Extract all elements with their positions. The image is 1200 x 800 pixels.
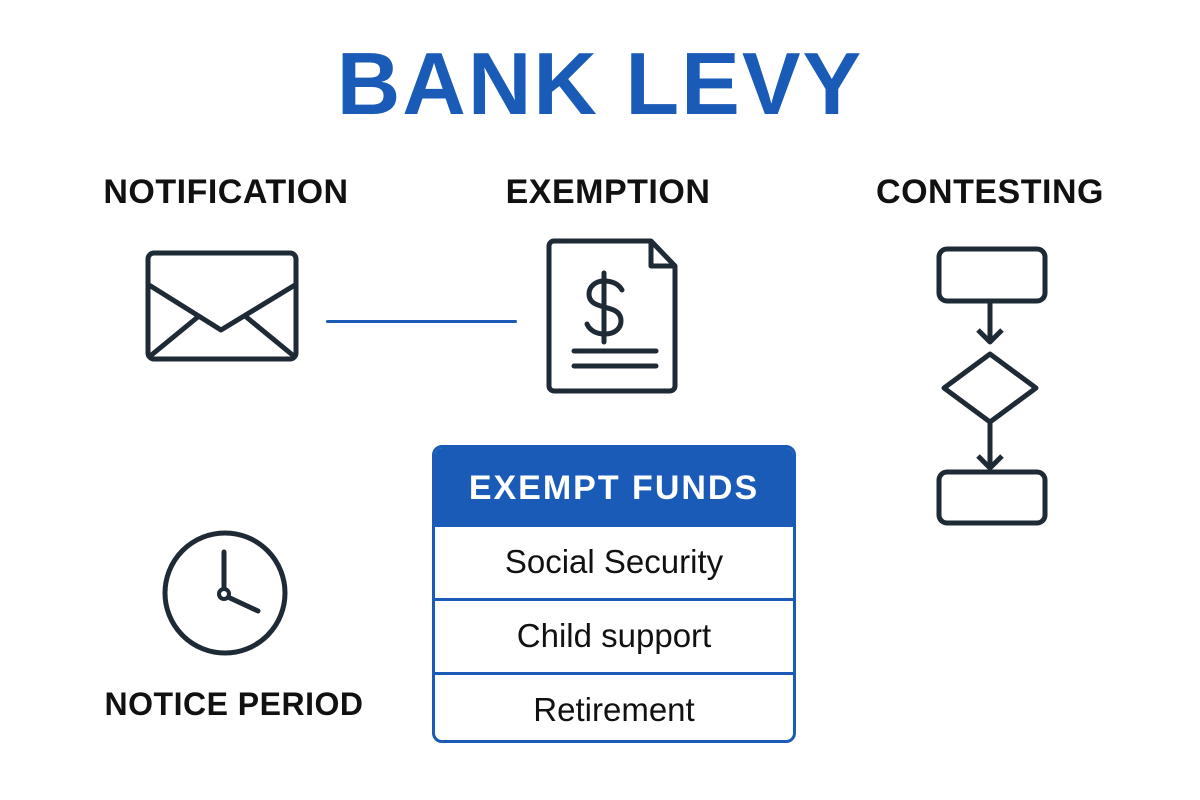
notice-period-label: NOTICE PERIOD bbox=[104, 686, 364, 722]
exempt-fund-item: Social Security bbox=[435, 524, 793, 598]
clock-icon bbox=[162, 530, 288, 656]
exempt-fund-item: Child support bbox=[435, 598, 793, 672]
dollar-document-icon bbox=[546, 238, 678, 394]
exemption-label: EXEMPTION bbox=[505, 173, 711, 211]
page-title: BANK LEVY bbox=[336, 34, 864, 133]
contesting-label: CONTESTING bbox=[876, 173, 1104, 211]
exempt-funds-header: EXEMPT FUNDS bbox=[435, 448, 793, 524]
notification-label: NOTIFICATION bbox=[103, 173, 349, 211]
exempt-funds-table: EXEMPT FUNDS Social Security Child suppo… bbox=[432, 445, 796, 743]
exempt-fund-item: Retirement bbox=[435, 672, 793, 740]
envelope-icon bbox=[145, 250, 299, 362]
flowchart-icon bbox=[936, 246, 1048, 526]
connector-line bbox=[326, 320, 517, 323]
